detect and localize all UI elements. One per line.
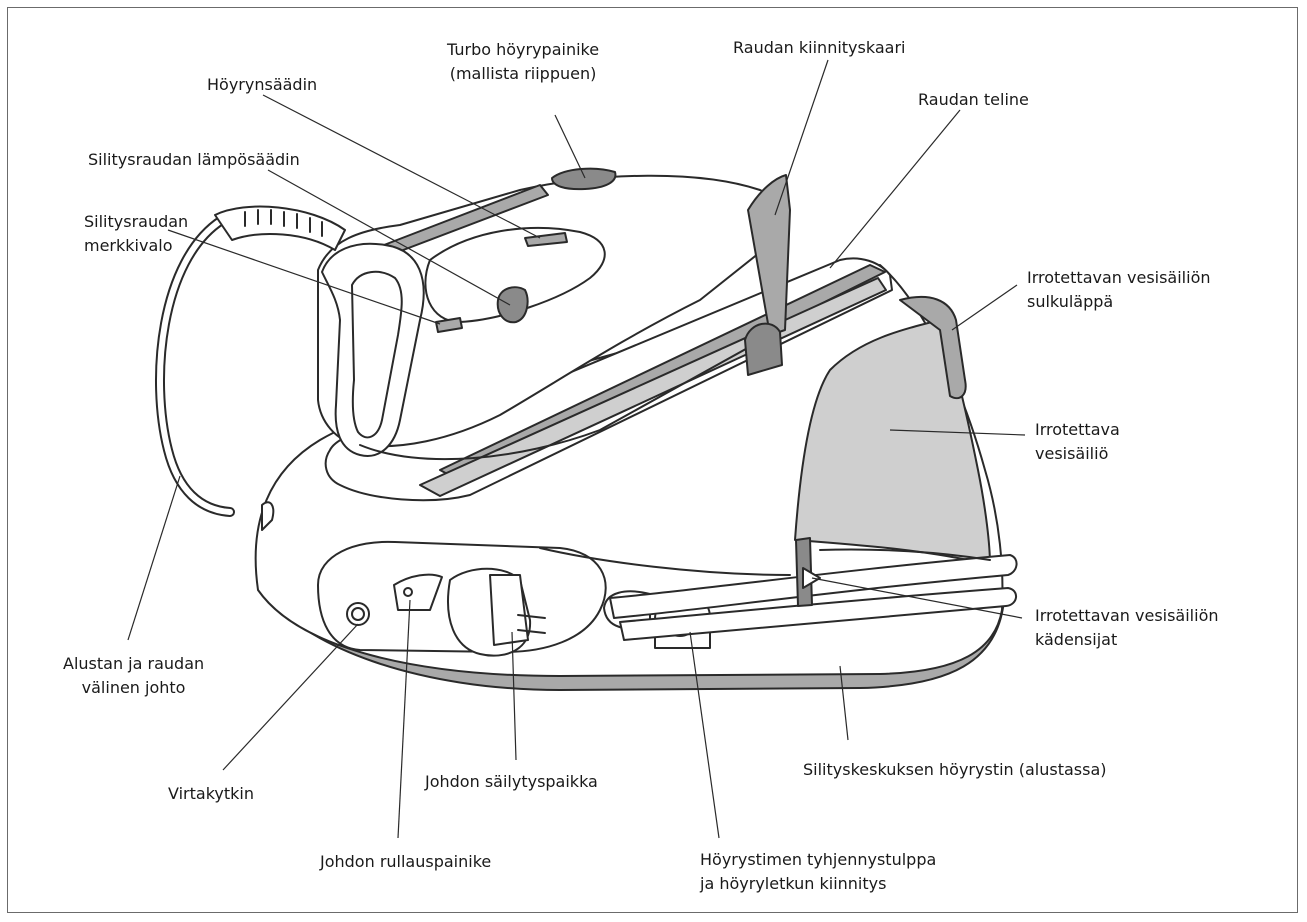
label-steam-generator: Silityskeskuksen höyrystin (alustassa) [803,758,1107,782]
label-power-switch: Virtakytkin [168,782,254,806]
leader-lid [952,285,1017,330]
label-cord-rewind: Johdon rullauspainike [320,850,491,874]
leader-cord [128,476,180,640]
turbo-steam-button [552,169,615,190]
leader-rest [830,110,960,268]
connecting-cord [160,220,230,512]
label-iron-rest: Raudan teline [918,88,1029,112]
label-iron-locking-arm: Raudan kiinnityskaari [733,36,905,60]
leader-clip [775,60,828,215]
label-steam-control: Höyrynsäädin [207,73,317,97]
label-turbo-steam-button: Turbo höyrypainike(mallista riippuen) [447,38,599,86]
cord-sleeve [215,207,345,250]
leader-turbo [555,115,585,178]
label-cord-storage: Johdon säilytyspaikka [425,770,598,794]
label-temperature-control: Silitysraudan lämpösäädin [88,148,300,172]
leader-power [223,624,358,770]
temperature-knob [498,287,528,322]
